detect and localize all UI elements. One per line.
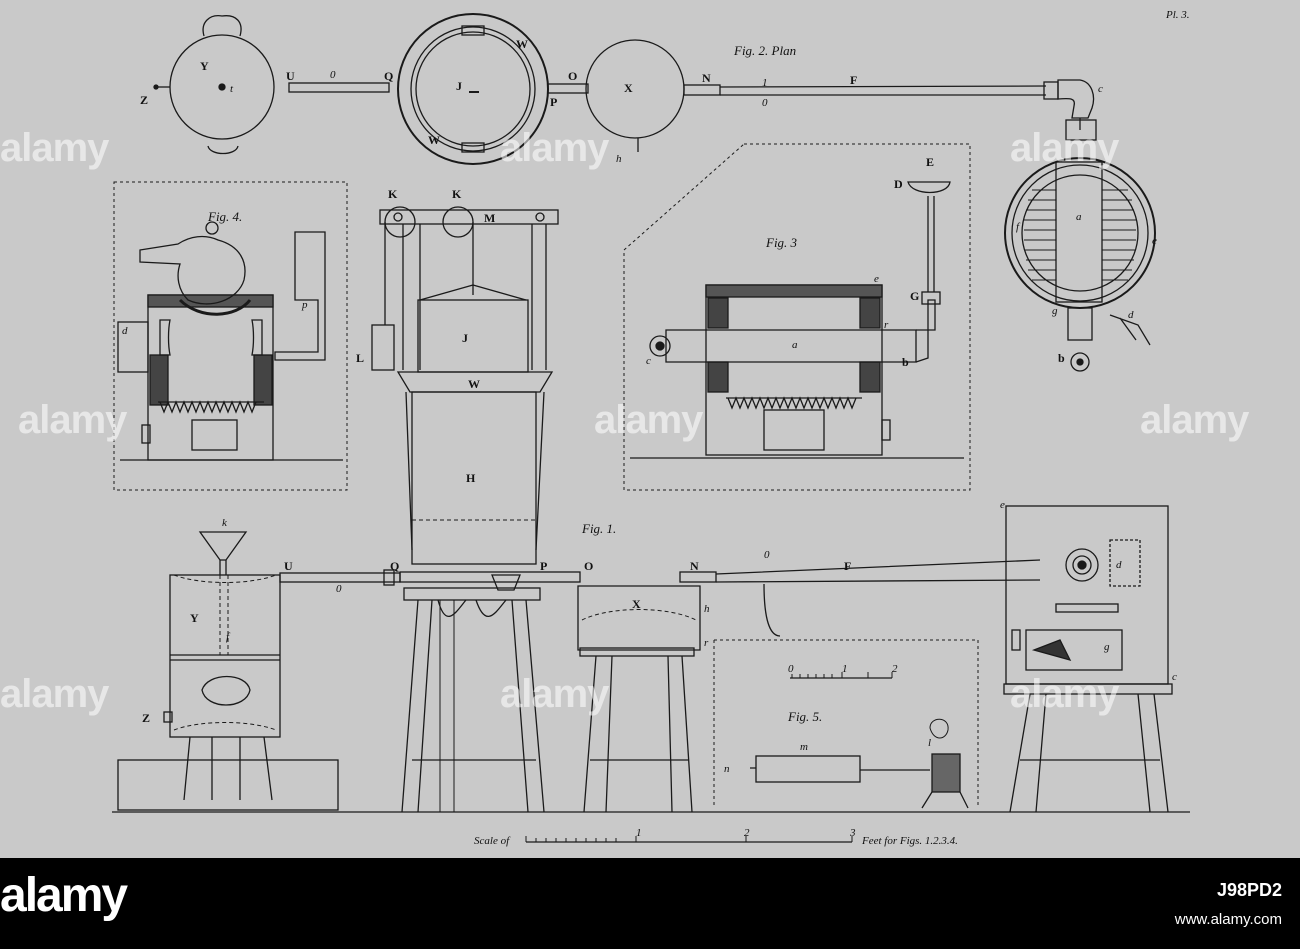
fig5-scale-tick-2: 2 [892, 663, 898, 675]
label-n-plan: N [702, 71, 711, 85]
label-q-fig1: Q [390, 559, 400, 573]
fig5-scale-tick-0: 0 [788, 663, 794, 675]
label-g-fig2: g [1052, 305, 1058, 317]
footer-image-id: J98PD2 [1216, 880, 1282, 900]
label-e-fig3-lower: e [874, 273, 879, 285]
label-y-plan: Y [200, 59, 209, 73]
label-n-fig5: n [724, 763, 730, 775]
fig4-title: Fig. 4. [208, 209, 243, 224]
label-c-fig1: c [1172, 671, 1177, 683]
label-p-fig1: P [540, 559, 548, 573]
label-q-plan: Q [384, 69, 394, 83]
scale-prefix: Scale of [474, 835, 510, 847]
label-m: M [484, 211, 496, 225]
label-r-fig3: r [884, 319, 889, 331]
label-b-fig3: b [902, 355, 909, 369]
scale-bar [525, 836, 853, 843]
scale-tick-3: 3 [850, 827, 856, 839]
label-k-2: K [452, 187, 462, 201]
label-l-fig5: l [928, 737, 932, 749]
fig3-title: Fig. 3 [766, 235, 798, 250]
label-w-plan-1: W [516, 37, 528, 51]
label-u-plan: U [286, 69, 295, 83]
watermark: alamy [0, 672, 109, 716]
label-h: H [466, 471, 476, 485]
fig2-title: Fig. 2. Plan [734, 43, 797, 58]
label-x-fig1: X [632, 597, 641, 611]
label-o-plan: O [568, 69, 578, 83]
scale-suffix: Feet for Figs. 1.2.3.4. [862, 835, 958, 847]
footer-logo[interactable]: alamy [0, 869, 128, 922]
fig4-furnace-section [113, 181, 348, 491]
label-f-fig1: f [226, 631, 230, 643]
apparatus-drawing [112, 13, 1190, 843]
label-h-fig1: h [704, 603, 710, 615]
stock-footer-bar [0, 858, 1300, 949]
label-e-fig2: e [1152, 235, 1157, 247]
label-o-fig1: O [584, 559, 594, 573]
label-k-fig1: k [222, 517, 227, 529]
fig5-dashed-region [713, 639, 979, 809]
watermark: alamy [500, 672, 609, 716]
label-o-plan-1: 0 [330, 69, 336, 81]
label-f-plan: F [850, 73, 858, 87]
label-t-plan: t [230, 83, 234, 95]
label-o-fig1-b: 0 [764, 549, 770, 561]
label-p-fig4: p [302, 299, 308, 311]
label-d-fig3: D [894, 177, 903, 191]
label-j-plan: J [456, 79, 462, 93]
label-a-fig2: a [1076, 211, 1082, 223]
label-w-plan-2: W [428, 133, 440, 147]
scale-tick-2: 2 [744, 827, 750, 839]
label-j: J [462, 331, 468, 345]
label-b-fig2: b [1058, 351, 1065, 365]
scale-tick-1: 1 [636, 827, 642, 839]
footer-url[interactable]: www.alamy.com [1174, 911, 1282, 928]
watermark: alamy [1140, 398, 1249, 442]
fig5-title: Fig. 5. [788, 709, 823, 724]
label-k-1: K [388, 187, 398, 201]
fig1-pipeline [117, 505, 1173, 813]
fig1-gasometer-tower [371, 206, 559, 813]
fig5-scale-tick-1: 1 [842, 663, 848, 675]
watermark: alamy [1010, 672, 1119, 716]
label-f-fig1: F [844, 559, 852, 573]
label-h-plan: h [616, 153, 622, 165]
plate-number: Pl. 3. [1166, 9, 1190, 21]
watermark: alamy [1010, 126, 1119, 170]
watermark: alamy [0, 126, 109, 170]
watermark: alamy [594, 398, 703, 442]
label-o-fig1-a: 0 [336, 583, 342, 595]
label-o-plan-2: 0 [762, 97, 768, 109]
label-c-plan: c [1098, 83, 1103, 95]
label-r-fig1: r [704, 637, 709, 649]
label-y-fig1: Y [190, 611, 199, 625]
fig1-title: Fig. 1. [582, 521, 617, 536]
label-z-plan: Z [140, 93, 149, 107]
label-g-fig3: G [910, 289, 920, 303]
label-f-fig2: f [1016, 221, 1020, 233]
label-one-plan: 1 [762, 77, 768, 89]
label-u-fig1: U [284, 559, 293, 573]
label-a-fig3: a [792, 339, 798, 351]
label-e-fig1: e [1000, 499, 1005, 511]
fig2-plan-view [153, 13, 1156, 372]
label-e-fig3: E [926, 155, 935, 169]
label-d-fig4: d [122, 325, 128, 337]
fig3-retort-furnace [623, 143, 971, 491]
label-g-fig1: g [1104, 641, 1110, 653]
label-p-plan: P [550, 95, 558, 109]
label-m-fig5: m [800, 741, 808, 753]
label-d-fig1: d [1116, 559, 1122, 571]
engraving-plate: Pl. 3. Fig. 2. Plan Fig. 4. Fig. 3 Fig. … [0, 0, 1300, 858]
label-x-plan: X [624, 81, 633, 95]
watermark: alamy [500, 126, 609, 170]
label-d-fig2: d [1128, 309, 1134, 321]
watermark: alamy [18, 398, 127, 442]
label-w: W [468, 377, 480, 391]
label-z-fig1: Z [142, 711, 151, 725]
label-n-fig1: N [690, 559, 699, 573]
label-l: L [356, 351, 365, 365]
label-c-fig3: c [646, 355, 651, 367]
